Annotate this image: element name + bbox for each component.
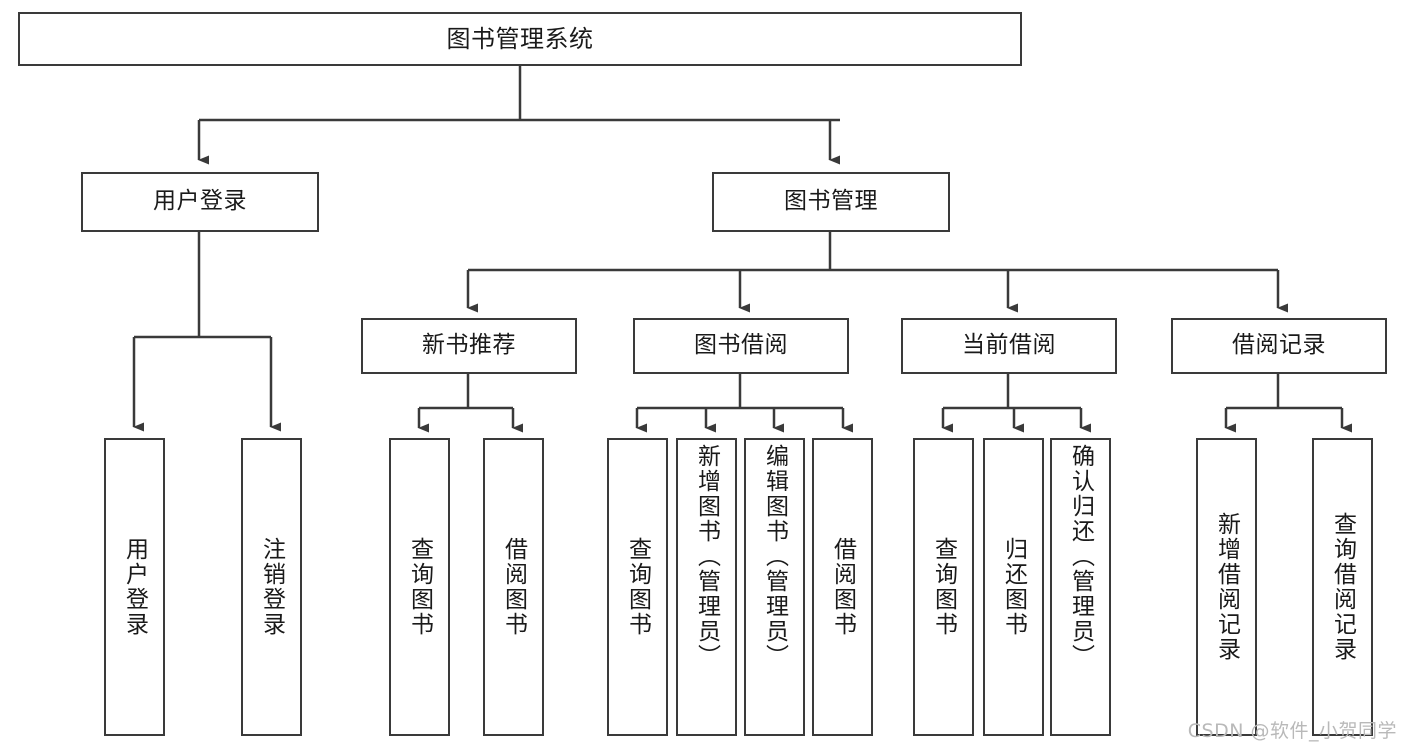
leaf-label: 查询借阅记录: [1329, 512, 1356, 662]
leaf-label: 新增图书（管理员）: [693, 444, 720, 669]
leaf-new-book-borrow[interactable]: 借阅图书: [483, 438, 544, 736]
node-book-management[interactable]: 图书管理: [712, 172, 950, 232]
node-label: 用户登录: [153, 188, 247, 215]
node-label: 图书借阅: [694, 332, 788, 359]
leaf-label: 注销登录: [258, 537, 285, 637]
node-label: 新书推荐: [422, 332, 516, 359]
node-label: 借阅记录: [1232, 332, 1326, 359]
leaf-user-login-login[interactable]: 用户登录: [104, 438, 165, 736]
node-borrow-record[interactable]: 借阅记录: [1171, 318, 1387, 374]
leaf-book-borrow-edit[interactable]: 编辑图书（管理员）: [744, 438, 805, 736]
leaf-book-borrow-add[interactable]: 新增图书（管理员）: [676, 438, 737, 736]
leaf-label: 新增借阅记录: [1213, 512, 1240, 662]
leaf-current-borrow-return[interactable]: 归还图书: [983, 438, 1044, 736]
leaf-label: 用户登录: [121, 537, 148, 637]
leaf-current-borrow-confirm[interactable]: 确认归还（管理员）: [1050, 438, 1111, 736]
leaf-label: 确认归还（管理员）: [1067, 444, 1094, 669]
leaf-borrow-record-add[interactable]: 新增借阅记录: [1196, 438, 1257, 736]
node-new-book-recommend[interactable]: 新书推荐: [361, 318, 577, 374]
leaf-book-borrow-query[interactable]: 查询图书: [607, 438, 668, 736]
leaf-label: 归还图书: [1000, 537, 1027, 637]
leaf-borrow-record-query[interactable]: 查询借阅记录: [1312, 438, 1373, 736]
leaf-label: 编辑图书（管理员）: [761, 444, 788, 669]
leaf-label: 查询图书: [930, 537, 957, 637]
node-root-system[interactable]: 图书管理系统: [18, 12, 1022, 66]
node-label: 图书管理系统: [446, 24, 594, 53]
node-label: 当前借阅: [962, 332, 1056, 359]
leaf-current-borrow-query[interactable]: 查询图书: [913, 438, 974, 736]
leaf-user-login-logout[interactable]: 注销登录: [241, 438, 302, 736]
leaf-label: 借阅图书: [500, 537, 527, 637]
leaf-label: 借阅图书: [829, 537, 856, 637]
leaf-book-borrow-borrow[interactable]: 借阅图书: [812, 438, 873, 736]
node-user-login[interactable]: 用户登录: [81, 172, 319, 232]
watermark: CSDN @软件_小贺同学: [1187, 720, 1397, 742]
leaf-new-book-query[interactable]: 查询图书: [389, 438, 450, 736]
leaf-label: 查询图书: [406, 537, 433, 637]
node-book-borrow[interactable]: 图书借阅: [633, 318, 849, 374]
node-label: 图书管理: [784, 188, 878, 215]
leaf-label: 查询图书: [624, 537, 651, 637]
node-current-borrow[interactable]: 当前借阅: [901, 318, 1117, 374]
